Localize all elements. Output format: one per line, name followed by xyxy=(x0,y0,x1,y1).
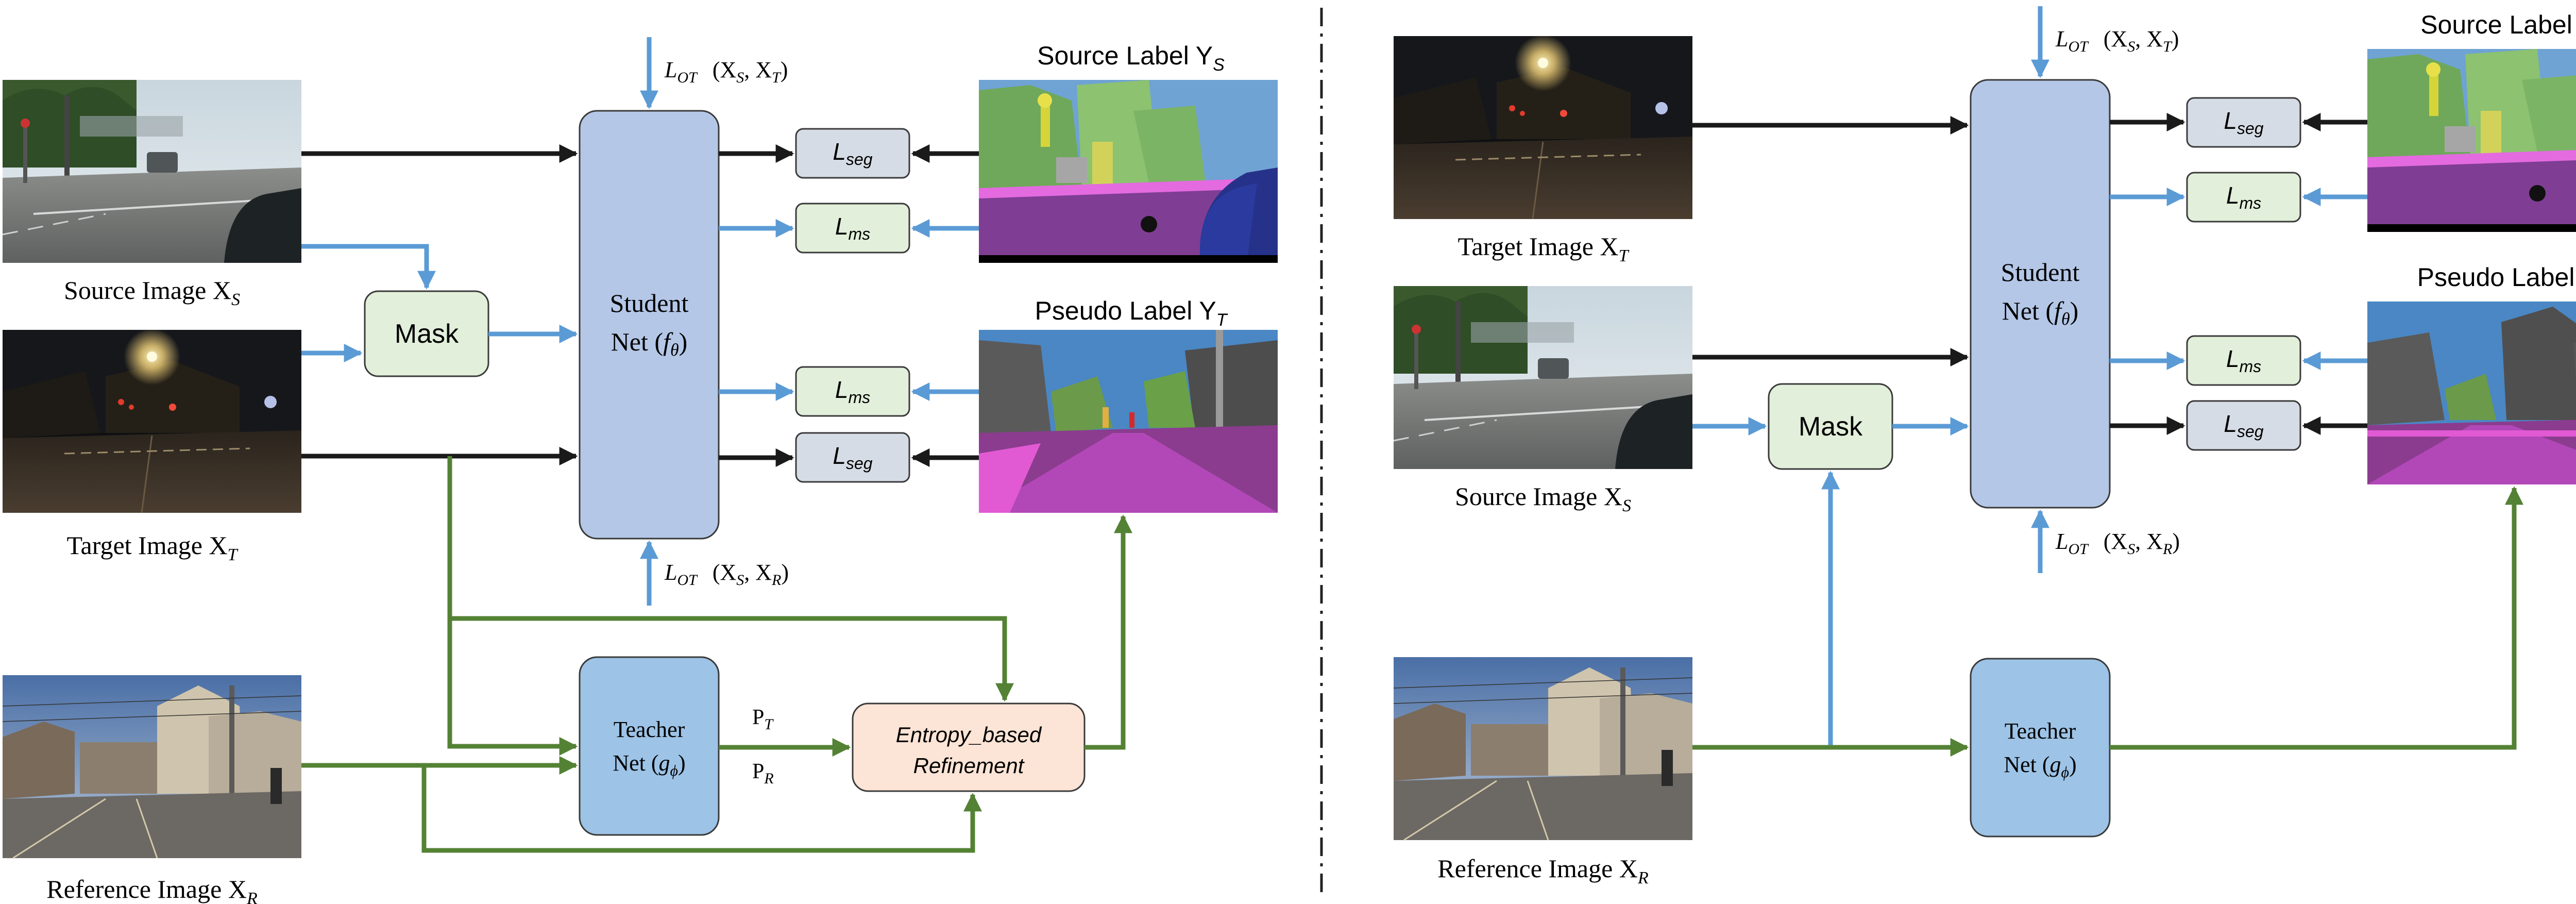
left-loss-seg-top-label: Lseg xyxy=(833,138,872,169)
left-target-image xyxy=(2,327,302,514)
right-pseudo-label-title: Pseudo Label YR xyxy=(2417,263,2576,296)
left-p-r-label: PR xyxy=(752,760,774,787)
left-teacher-label-line2: Net (gϕ) xyxy=(613,750,685,779)
left-ot-loss-top: LOT(XS, XT) xyxy=(664,57,788,86)
left-reference-image-caption: Reference Image XR xyxy=(46,875,258,904)
right-source-label-map xyxy=(2367,49,2576,232)
left-student-label-line1: Student xyxy=(610,289,689,317)
left-mask-label: Mask xyxy=(395,319,459,349)
right-student-net xyxy=(1970,79,2111,509)
right-loss-seg-top-label: Lseg xyxy=(2224,107,2263,138)
left-refinement-box xyxy=(852,702,1086,792)
right-ot-loss-bottom: LOT(XS, XR) xyxy=(2055,529,2180,558)
left-arrow-source-to-mask xyxy=(301,244,436,290)
right-panel: Target Image XT Source Image XS Referenc… xyxy=(1393,6,2576,888)
right-loss-seg-bottom xyxy=(2186,400,2301,451)
right-reference-image-caption: Reference Image XR xyxy=(1437,854,1649,888)
left-p-t-label: PT xyxy=(752,706,774,733)
right-reference-image xyxy=(1393,656,1693,841)
left-arrow-refinement-to-pseudolabel xyxy=(1084,514,1132,750)
left-teacher-net xyxy=(579,656,720,836)
right-source-image xyxy=(1393,285,1693,470)
left-refinement-line2: Refinement xyxy=(913,754,1025,778)
left-source-label-title: Source Label YS xyxy=(1037,41,1225,75)
right-loss-ms-top-label: Lms xyxy=(2226,182,2261,212)
right-loss-seg-top xyxy=(2186,97,2301,148)
right-student-label-line1: Student xyxy=(2001,258,2080,287)
right-loss-ms-bottom-label: Lms xyxy=(2226,345,2261,376)
left-reference-image xyxy=(2,674,302,859)
right-arrow-teacher-to-pseudolabel xyxy=(2110,486,2523,750)
left-pseudo-label-map xyxy=(979,330,1278,513)
left-ot-loss-bottom: LOT(XS, XR) xyxy=(664,560,789,589)
left-refinement-line1: Entropy_based xyxy=(896,723,1042,747)
left-loss-ms-bottom xyxy=(795,366,910,417)
right-target-image xyxy=(1393,34,1693,220)
left-loss-ms-bottom-label: Lms xyxy=(835,376,870,407)
left-arrow-target-to-teacher xyxy=(447,456,578,756)
left-student-label-line2: Net (fθ) xyxy=(611,327,688,360)
left-loss-seg-bottom-label: Lseg xyxy=(833,442,872,473)
right-loss-seg-bottom-label: Lseg xyxy=(2224,410,2263,441)
left-source-image xyxy=(2,79,302,264)
left-black-arrows xyxy=(301,144,979,467)
left-arrow-target-to-refinement xyxy=(450,616,1014,702)
right-mask-label: Mask xyxy=(1799,412,1863,442)
left-panel: Source Image XS Target Image XT Referenc… xyxy=(2,37,1278,904)
right-loss-ms-top xyxy=(2186,172,2301,223)
left-target-image-caption: Target Image XT xyxy=(66,531,238,564)
right-blue-arrows xyxy=(1692,6,2367,747)
left-blue-arrows xyxy=(301,37,979,606)
right-ot-loss-top: LOT(XS, XT) xyxy=(2055,26,2179,55)
right-source-label-title: Source Label YS xyxy=(2420,10,2576,44)
right-green-arrows xyxy=(1692,486,2523,757)
left-loss-seg-top xyxy=(795,128,910,179)
right-pseudo-label-map xyxy=(2367,302,2576,484)
right-loss-ms-bottom xyxy=(2186,335,2301,386)
left-arrow-reference-to-refinement xyxy=(421,765,982,853)
right-black-arrows xyxy=(1692,113,2367,435)
left-pseudo-label-title: Pseudo Label YT xyxy=(1035,296,1228,330)
left-loss-ms-top xyxy=(795,203,910,254)
left-loss-seg-bottom xyxy=(795,432,910,483)
right-source-image-caption: Source Image XS xyxy=(1455,482,1631,515)
right-target-image-caption: Target Image XT xyxy=(1458,232,1629,265)
left-student-net xyxy=(579,110,720,540)
left-source-label-map xyxy=(979,80,1278,263)
left-source-image-caption: Source Image XS xyxy=(64,276,240,309)
left-green-arrows xyxy=(301,456,1132,853)
right-teacher-label-line2: Net (gϕ) xyxy=(2004,752,2076,781)
right-teacher-label-line1: Teacher xyxy=(2005,718,2076,744)
left-loss-ms-top-label: Lms xyxy=(835,213,870,243)
right-teacher-net xyxy=(1970,658,2111,838)
left-teacher-label-line1: Teacher xyxy=(614,717,685,742)
